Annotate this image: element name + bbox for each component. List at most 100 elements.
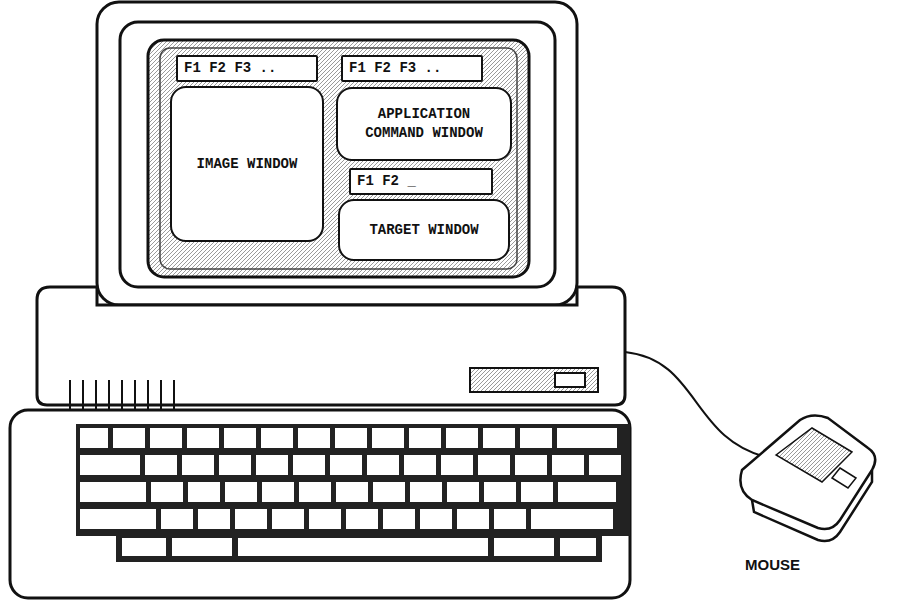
vent-mark xyxy=(134,380,136,410)
system-unit xyxy=(37,287,625,405)
key xyxy=(80,428,108,448)
function-key-label: F1 F2 _ xyxy=(357,172,416,191)
text-holder: APPLICATION COMMAND WINDOW xyxy=(346,105,502,143)
image-window: IMAGE WINDOW xyxy=(170,86,324,242)
key xyxy=(478,455,510,475)
monitor-case xyxy=(97,2,577,305)
keyboard-case xyxy=(10,410,630,598)
key xyxy=(494,538,554,556)
window-title: IMAGE WINDOW xyxy=(197,155,298,174)
key xyxy=(560,538,596,556)
window-title: APPLICATION COMMAND WINDOW xyxy=(346,105,502,143)
key xyxy=(520,428,552,448)
screen xyxy=(148,40,529,277)
text-holder: IMAGE WINDOW xyxy=(197,155,298,174)
key xyxy=(557,428,617,448)
vent-mark xyxy=(121,380,123,410)
part-label: MOUSE xyxy=(745,556,800,573)
key xyxy=(552,455,584,475)
key xyxy=(447,482,479,502)
vent-mark xyxy=(82,380,84,410)
vent-marks xyxy=(70,380,174,410)
key xyxy=(272,509,304,529)
key xyxy=(446,428,478,448)
key xyxy=(346,509,378,529)
text-holder: F1 F2 F3 .. xyxy=(184,59,276,78)
key xyxy=(373,482,405,502)
key xyxy=(80,455,140,475)
key xyxy=(515,455,547,475)
key xyxy=(409,428,441,448)
key xyxy=(219,455,251,475)
key xyxy=(299,482,331,502)
key xyxy=(335,428,367,448)
function-key-bar: F1 F2 F3 .. xyxy=(176,55,318,82)
vent-mark xyxy=(147,380,149,410)
key xyxy=(113,428,145,448)
key xyxy=(441,455,473,475)
key xyxy=(80,482,146,502)
function-key-bar: F1 F2 F3 .. xyxy=(341,55,483,82)
keys xyxy=(80,428,621,556)
key xyxy=(145,455,177,475)
key xyxy=(589,455,621,475)
key xyxy=(531,509,613,529)
key xyxy=(80,509,156,529)
key xyxy=(483,428,515,448)
function-key-label: F1 F2 F3 .. xyxy=(184,59,276,78)
vent-mark xyxy=(108,380,110,410)
key xyxy=(558,482,616,502)
key xyxy=(298,428,330,448)
key xyxy=(161,509,193,529)
key xyxy=(188,482,220,502)
mouse xyxy=(740,415,875,541)
key xyxy=(262,482,294,502)
key xyxy=(235,509,267,529)
key xyxy=(410,482,442,502)
function-key-bar: F1 F2 _ xyxy=(349,168,493,195)
key xyxy=(224,428,256,448)
key xyxy=(151,482,183,502)
key-field-bottom xyxy=(116,532,602,562)
key xyxy=(494,509,526,529)
target-window: TARGET WINDOW xyxy=(338,199,510,261)
window-title: TARGET WINDOW xyxy=(369,221,478,240)
key xyxy=(484,482,516,502)
space-bar xyxy=(238,538,488,556)
key xyxy=(293,455,325,475)
key xyxy=(225,482,257,502)
drive-slot xyxy=(555,373,585,387)
key xyxy=(457,509,489,529)
screen-inner xyxy=(160,48,517,269)
key xyxy=(172,538,232,556)
disk-drive xyxy=(470,368,598,392)
key xyxy=(122,538,166,556)
key xyxy=(404,455,436,475)
key xyxy=(383,509,415,529)
mouse-cable xyxy=(625,352,770,458)
key xyxy=(261,428,293,448)
key xyxy=(187,428,219,448)
vent-mark xyxy=(160,380,162,410)
key xyxy=(367,455,399,475)
vent-mark xyxy=(95,380,97,410)
text-holder: F1 F2 F3 .. xyxy=(349,59,441,78)
key xyxy=(420,509,452,529)
key xyxy=(182,455,214,475)
key xyxy=(372,428,404,448)
function-key-label: F1 F2 F3 .. xyxy=(349,59,441,78)
key xyxy=(336,482,368,502)
key xyxy=(309,509,341,529)
key xyxy=(256,455,288,475)
key xyxy=(330,455,362,475)
key xyxy=(198,509,230,529)
key xyxy=(521,482,553,502)
vent-mark xyxy=(173,380,175,410)
monitor-bezel xyxy=(120,22,555,287)
vent-mark xyxy=(69,380,71,410)
command-window: APPLICATION COMMAND WINDOW xyxy=(336,87,512,161)
key-field xyxy=(76,424,630,536)
text-holder: TARGET WINDOW xyxy=(369,221,478,240)
text-holder: F1 F2 _ xyxy=(357,172,416,191)
